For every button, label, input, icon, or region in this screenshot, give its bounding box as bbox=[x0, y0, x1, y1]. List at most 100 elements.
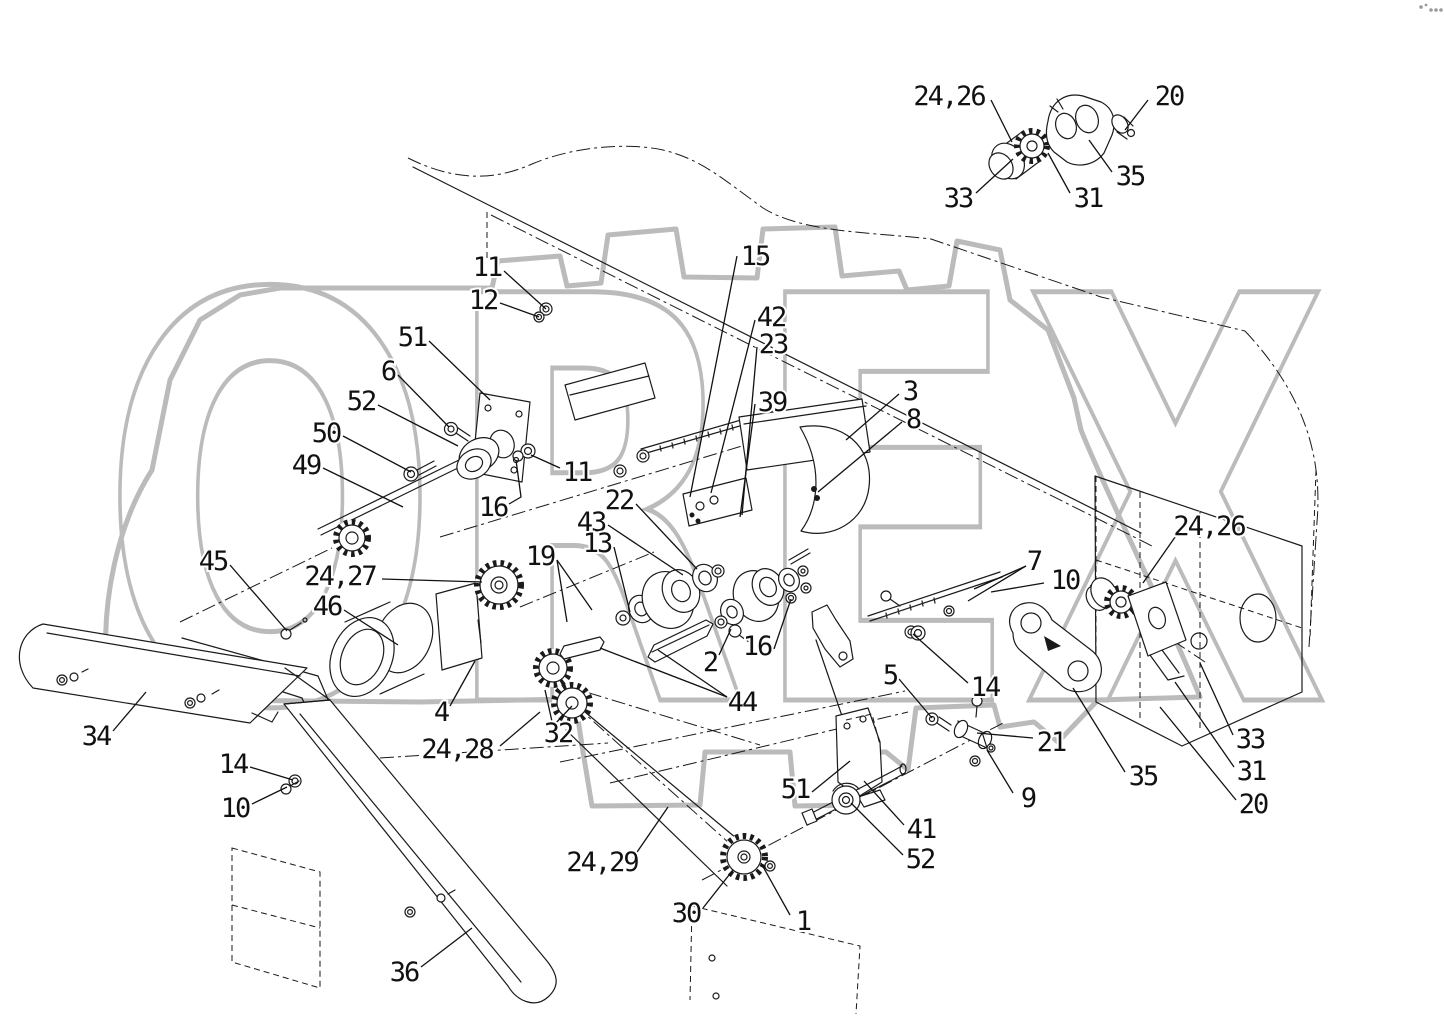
leader-line bbox=[556, 559, 568, 623]
part-label-15: 15 bbox=[741, 241, 770, 272]
part-label-11: 11 bbox=[563, 457, 592, 488]
drive-sprockets bbox=[280, 459, 776, 887]
leader-line bbox=[898, 678, 933, 719]
part-label-22: 22 bbox=[605, 485, 634, 516]
leader-line bbox=[1174, 681, 1235, 768]
part-label-52: 52 bbox=[347, 386, 376, 417]
leader-line bbox=[249, 766, 294, 781]
tension-rod bbox=[867, 571, 1003, 641]
part-label-14: 14 bbox=[219, 749, 248, 780]
part-label-11: 11 bbox=[473, 252, 502, 283]
part-label-16: 16 bbox=[743, 631, 772, 662]
bearing-assembly bbox=[615, 548, 901, 643]
leader-line bbox=[112, 691, 147, 732]
leader-line bbox=[499, 711, 541, 747]
leader-line bbox=[599, 647, 728, 698]
part-label-7: 7 bbox=[1027, 546, 1042, 577]
leader-line bbox=[657, 649, 728, 698]
part-label-35: 35 bbox=[1116, 161, 1145, 192]
leader-line bbox=[1124, 99, 1149, 131]
part-label-35: 35 bbox=[1129, 761, 1158, 792]
leader-line bbox=[1199, 662, 1234, 736]
part-label-41: 41 bbox=[907, 814, 936, 845]
leader-line bbox=[428, 340, 491, 401]
part-label-16: 16 bbox=[479, 492, 508, 523]
part-label-51: 51 bbox=[781, 774, 810, 805]
part-label-32: 32 bbox=[544, 718, 573, 749]
leader-line bbox=[397, 374, 450, 428]
part-label-2: 2 bbox=[703, 647, 717, 678]
part-label-1: 1 bbox=[796, 906, 811, 937]
part-label-34: 34 bbox=[82, 721, 111, 752]
leader-line bbox=[1072, 687, 1126, 773]
part-label-52: 52 bbox=[906, 844, 935, 875]
part-label-10: 10 bbox=[1051, 565, 1080, 596]
part-label-33: 33 bbox=[944, 183, 973, 214]
leader-line bbox=[912, 633, 969, 684]
bracket-cluster bbox=[682, 477, 753, 527]
leader-line bbox=[773, 598, 792, 650]
part-label-39: 39 bbox=[758, 387, 787, 418]
leader-line bbox=[986, 749, 1014, 794]
leader-line bbox=[229, 564, 288, 632]
leader-line bbox=[613, 546, 631, 613]
part-label-21: 21 bbox=[1037, 727, 1066, 758]
gear-motor bbox=[329, 582, 483, 697]
leader-line bbox=[544, 689, 554, 727]
corner-mark bbox=[1419, 3, 1443, 12]
part-label-8: 8 bbox=[906, 404, 921, 435]
leader-line bbox=[556, 559, 593, 611]
leader-line bbox=[322, 467, 404, 508]
leader-line bbox=[739, 403, 756, 518]
part-label-24-27: 24,27 bbox=[304, 561, 376, 592]
leader-line bbox=[817, 421, 903, 493]
part-label-36: 36 bbox=[390, 957, 419, 988]
leader-line bbox=[632, 806, 669, 859]
leader-line bbox=[973, 565, 1027, 590]
leader-line bbox=[1088, 139, 1113, 173]
leader-line bbox=[530, 454, 561, 469]
part-label-50: 50 bbox=[312, 418, 341, 449]
leader-line bbox=[607, 524, 684, 576]
left-guard-arm bbox=[18, 623, 308, 724]
part-label-24-26: 24,26 bbox=[913, 81, 985, 112]
leader-line bbox=[420, 927, 473, 968]
leader-line bbox=[710, 319, 756, 494]
leader-line bbox=[990, 582, 1045, 593]
part-label-5: 5 bbox=[883, 660, 898, 691]
bottom-center-box bbox=[689, 905, 861, 1015]
leader-line bbox=[990, 99, 1013, 143]
leader-line bbox=[845, 393, 900, 441]
part-label-46: 46 bbox=[313, 591, 342, 622]
part-label-12: 12 bbox=[469, 285, 498, 316]
hopper-plate bbox=[738, 398, 871, 534]
leader-line bbox=[760, 862, 791, 916]
part-label-6: 6 bbox=[381, 356, 396, 387]
right-coupling-assembly bbox=[1085, 577, 1187, 681]
part-label-44: 44 bbox=[728, 687, 757, 718]
part-label-51: 51 bbox=[398, 322, 427, 353]
part-label-20: 20 bbox=[1155, 81, 1184, 112]
leader-line bbox=[976, 732, 1034, 739]
leader-line bbox=[975, 158, 1014, 194]
part-label-31: 31 bbox=[1237, 756, 1266, 787]
leader-line bbox=[449, 660, 476, 707]
leader-line bbox=[1142, 529, 1181, 584]
tensioner-link bbox=[1009, 602, 1102, 693]
key-bars bbox=[559, 619, 714, 663]
leader-line bbox=[508, 459, 522, 505]
part-label-24-28: 24,28 bbox=[421, 734, 493, 765]
leader-line bbox=[251, 786, 288, 805]
bottom-left-box bbox=[231, 847, 321, 989]
part-label-10: 10 bbox=[221, 793, 250, 824]
part-label-9: 9 bbox=[1021, 783, 1036, 814]
part-label-43: 43 bbox=[577, 507, 606, 538]
part-label-30: 30 bbox=[672, 898, 701, 929]
leader-line bbox=[689, 255, 738, 498]
top-coupling-assembly bbox=[988, 94, 1136, 180]
top-plate-assembly bbox=[443, 302, 656, 483]
lower-guard-arm bbox=[283, 667, 557, 1004]
leader-line bbox=[718, 628, 732, 656]
